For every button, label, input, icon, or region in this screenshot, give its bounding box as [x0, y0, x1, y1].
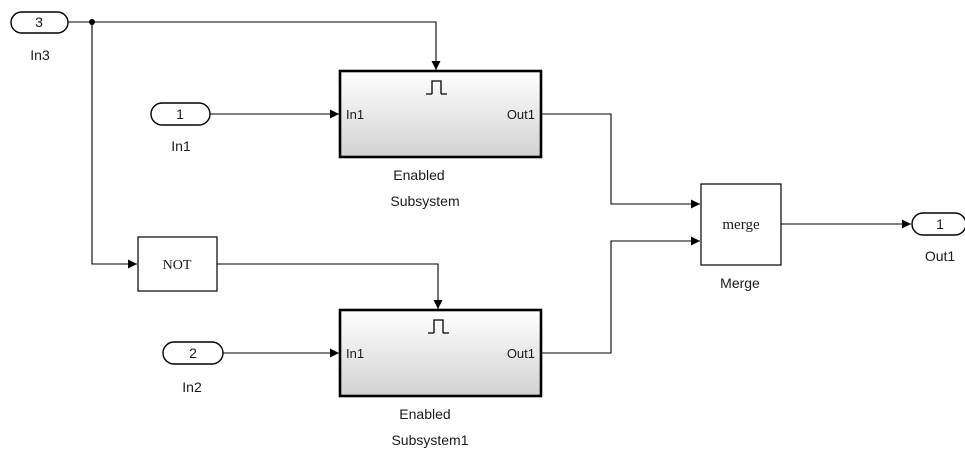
- subsystem-in-port-label: In1: [346, 346, 364, 361]
- enabled-subsystem-block[interactable]: In1 Out1 Enabled Subsystem: [338, 69, 543, 209]
- inport-in2[interactable]: 2 In2: [162, 341, 224, 395]
- subsystem-in-port-label: In1: [346, 107, 364, 122]
- inport-in3[interactable]: 3 In3: [10, 11, 69, 63]
- outport-shape[interactable]: [911, 212, 965, 236]
- merge-block-text: merge: [722, 217, 760, 233]
- enabled-subsystem1-block[interactable]: In1 Out1 Enabled Subsystem1: [338, 308, 543, 448]
- not-block-text: NOT: [163, 258, 192, 273]
- subsystem-label-line1: Enabled: [393, 167, 444, 183]
- outport-label: Out1: [925, 248, 956, 264]
- wire-subsystem1-to-merge[interactable]: [542, 236, 700, 354]
- inport-shape[interactable]: [10, 11, 69, 34]
- wire-not-to-enable2[interactable]: [217, 263, 443, 309]
- signal-lines: [68, 19, 911, 358]
- inport-label: In3: [30, 47, 50, 63]
- subsystem-box[interactable]: [338, 308, 543, 398]
- inport-in1[interactable]: 1 In1: [150, 102, 211, 154]
- inport-shape[interactable]: [150, 102, 211, 126]
- subsystem-out-port-label: Out1: [507, 346, 535, 361]
- merge-block[interactable]: merge Merge: [700, 183, 782, 291]
- outport-out1[interactable]: 1 Out1: [911, 212, 965, 264]
- inport-shape[interactable]: [162, 341, 224, 365]
- not-block[interactable]: NOT: [137, 236, 218, 292]
- wire-in3-to-enable1[interactable]: [68, 21, 441, 70]
- enable-pulse-icon: [431, 80, 442, 94]
- inport-number: 2: [189, 345, 197, 361]
- wire-subsystem-to-merge[interactable]: [542, 113, 700, 209]
- wire-in3-to-not[interactable]: [91, 22, 137, 269]
- enable-pulse-icon: [433, 319, 444, 333]
- inport-label: In2: [182, 379, 202, 395]
- branch-point: [89, 19, 95, 25]
- not-block-box[interactable]: [137, 236, 218, 292]
- inport-number: 1: [176, 106, 184, 122]
- subsystem-out-port-label: Out1: [507, 107, 535, 122]
- merge-block-box[interactable]: [700, 183, 782, 266]
- inport-number: 3: [35, 14, 43, 30]
- outport-number: 1: [936, 216, 944, 232]
- subsystem-label-line2: Subsystem: [390, 193, 459, 209]
- subsystem-label-line1: Enabled: [399, 406, 450, 422]
- merge-block-label: Merge: [720, 275, 760, 291]
- inport-label: In1: [171, 138, 191, 154]
- subsystem-label-line2: Subsystem1: [391, 432, 468, 448]
